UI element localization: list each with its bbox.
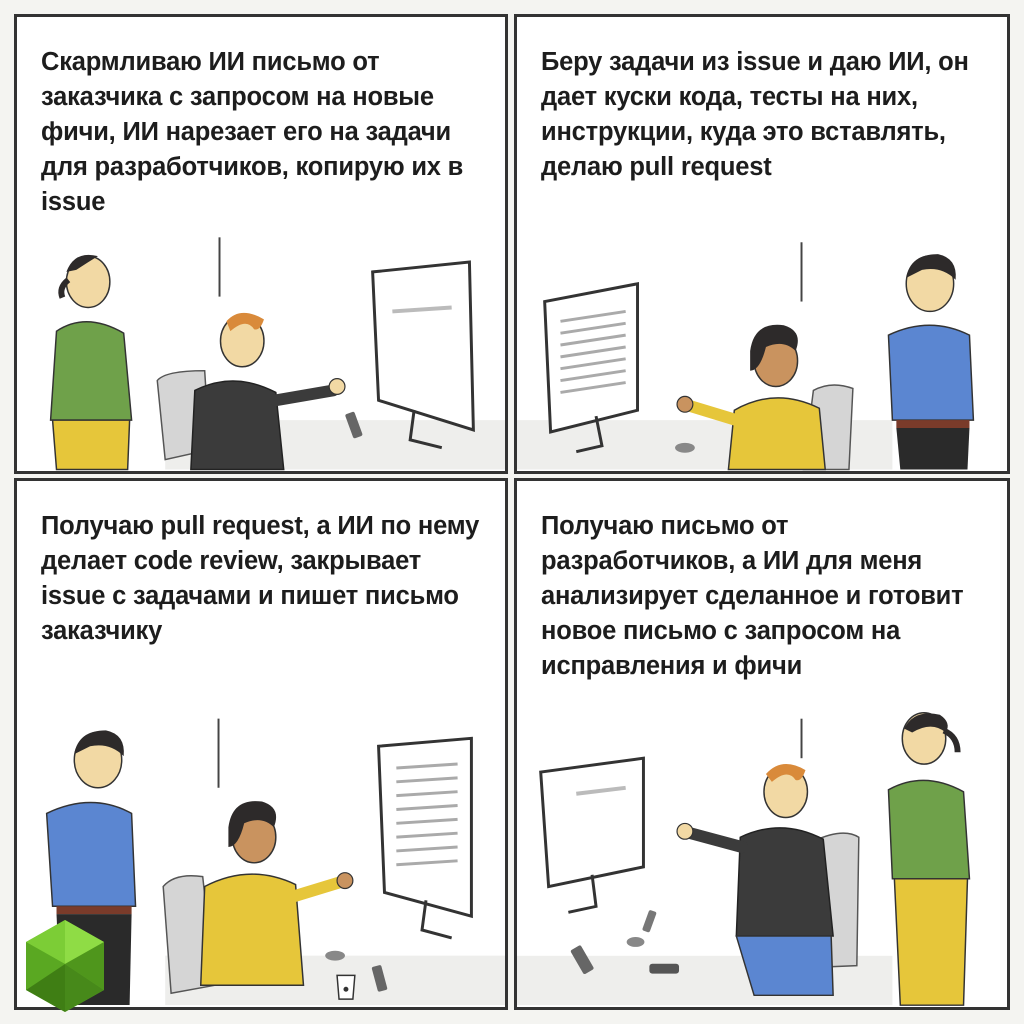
monitor-icon: [377, 736, 473, 940]
monitor-icon: [539, 756, 645, 914]
phone-icon: [345, 411, 363, 439]
woman-sitting-curly: [199, 801, 354, 987]
panel-4: Получаю письмо от разработчиков, а ИИ дл…: [514, 478, 1010, 1010]
woman-standing: [887, 712, 971, 1006]
man-standing-blue: [887, 254, 975, 470]
panel-3: Получаю pull request, а ИИ по нему делае…: [14, 478, 508, 1010]
mouse-icon: [626, 937, 645, 947]
panel-1-caption: Скармливаю ИИ письмо от заказчика с запр…: [41, 48, 464, 216]
panel-1: Скармливаю ИИ письмо от заказчика с запр…: [14, 14, 508, 474]
panel-4-illustration: [517, 712, 971, 1006]
panel-3-caption: Получаю pull request, а ИИ по нему делае…: [41, 512, 480, 645]
panel-2-caption: Беру задачи из issue и даю ИИ, он дает к…: [541, 48, 969, 181]
panel-1-illustration: [49, 237, 505, 471]
monitor-icon: [371, 260, 475, 450]
phone-icon: [649, 963, 680, 974]
woman-sitting-curly: [676, 324, 827, 471]
mouse-icon: [325, 950, 345, 961]
phone-icon: [371, 965, 388, 992]
man-sitting-ginger: [190, 312, 346, 471]
panel-4-caption: Получаю письмо от разработчиков, а ИИ дл…: [541, 512, 964, 680]
phone-icon: [570, 945, 594, 974]
man-sitting-ginger: [676, 764, 834, 997]
mouse-icon: [675, 442, 695, 453]
logo-gem-icon: [26, 920, 104, 1012]
woman-standing: [49, 254, 133, 471]
monitor-icon: [543, 281, 640, 454]
panel-2: Беру задачи из issue и даю ИИ, он дает к…: [514, 14, 1010, 474]
coffee-cup-icon: [336, 974, 356, 1000]
panel-2-illustration: [517, 242, 975, 471]
panel-3-illustration: [45, 718, 505, 1006]
phone-icon: [642, 910, 657, 933]
